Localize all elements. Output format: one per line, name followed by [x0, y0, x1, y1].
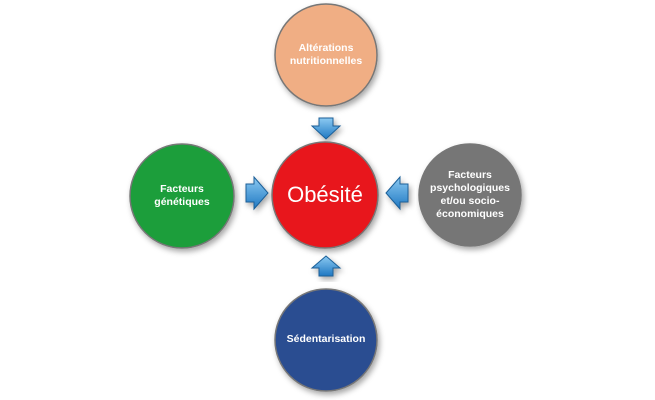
arrow-right [385, 175, 409, 211]
arrow-bottom [310, 255, 342, 277]
node-top-circle [274, 3, 378, 107]
arrow-left [245, 175, 269, 211]
node-bottom-circle [274, 288, 378, 392]
node-left-circle [129, 143, 235, 249]
center-circle [271, 141, 379, 249]
node-right-circle [418, 143, 522, 247]
arrow-top [310, 117, 342, 140]
